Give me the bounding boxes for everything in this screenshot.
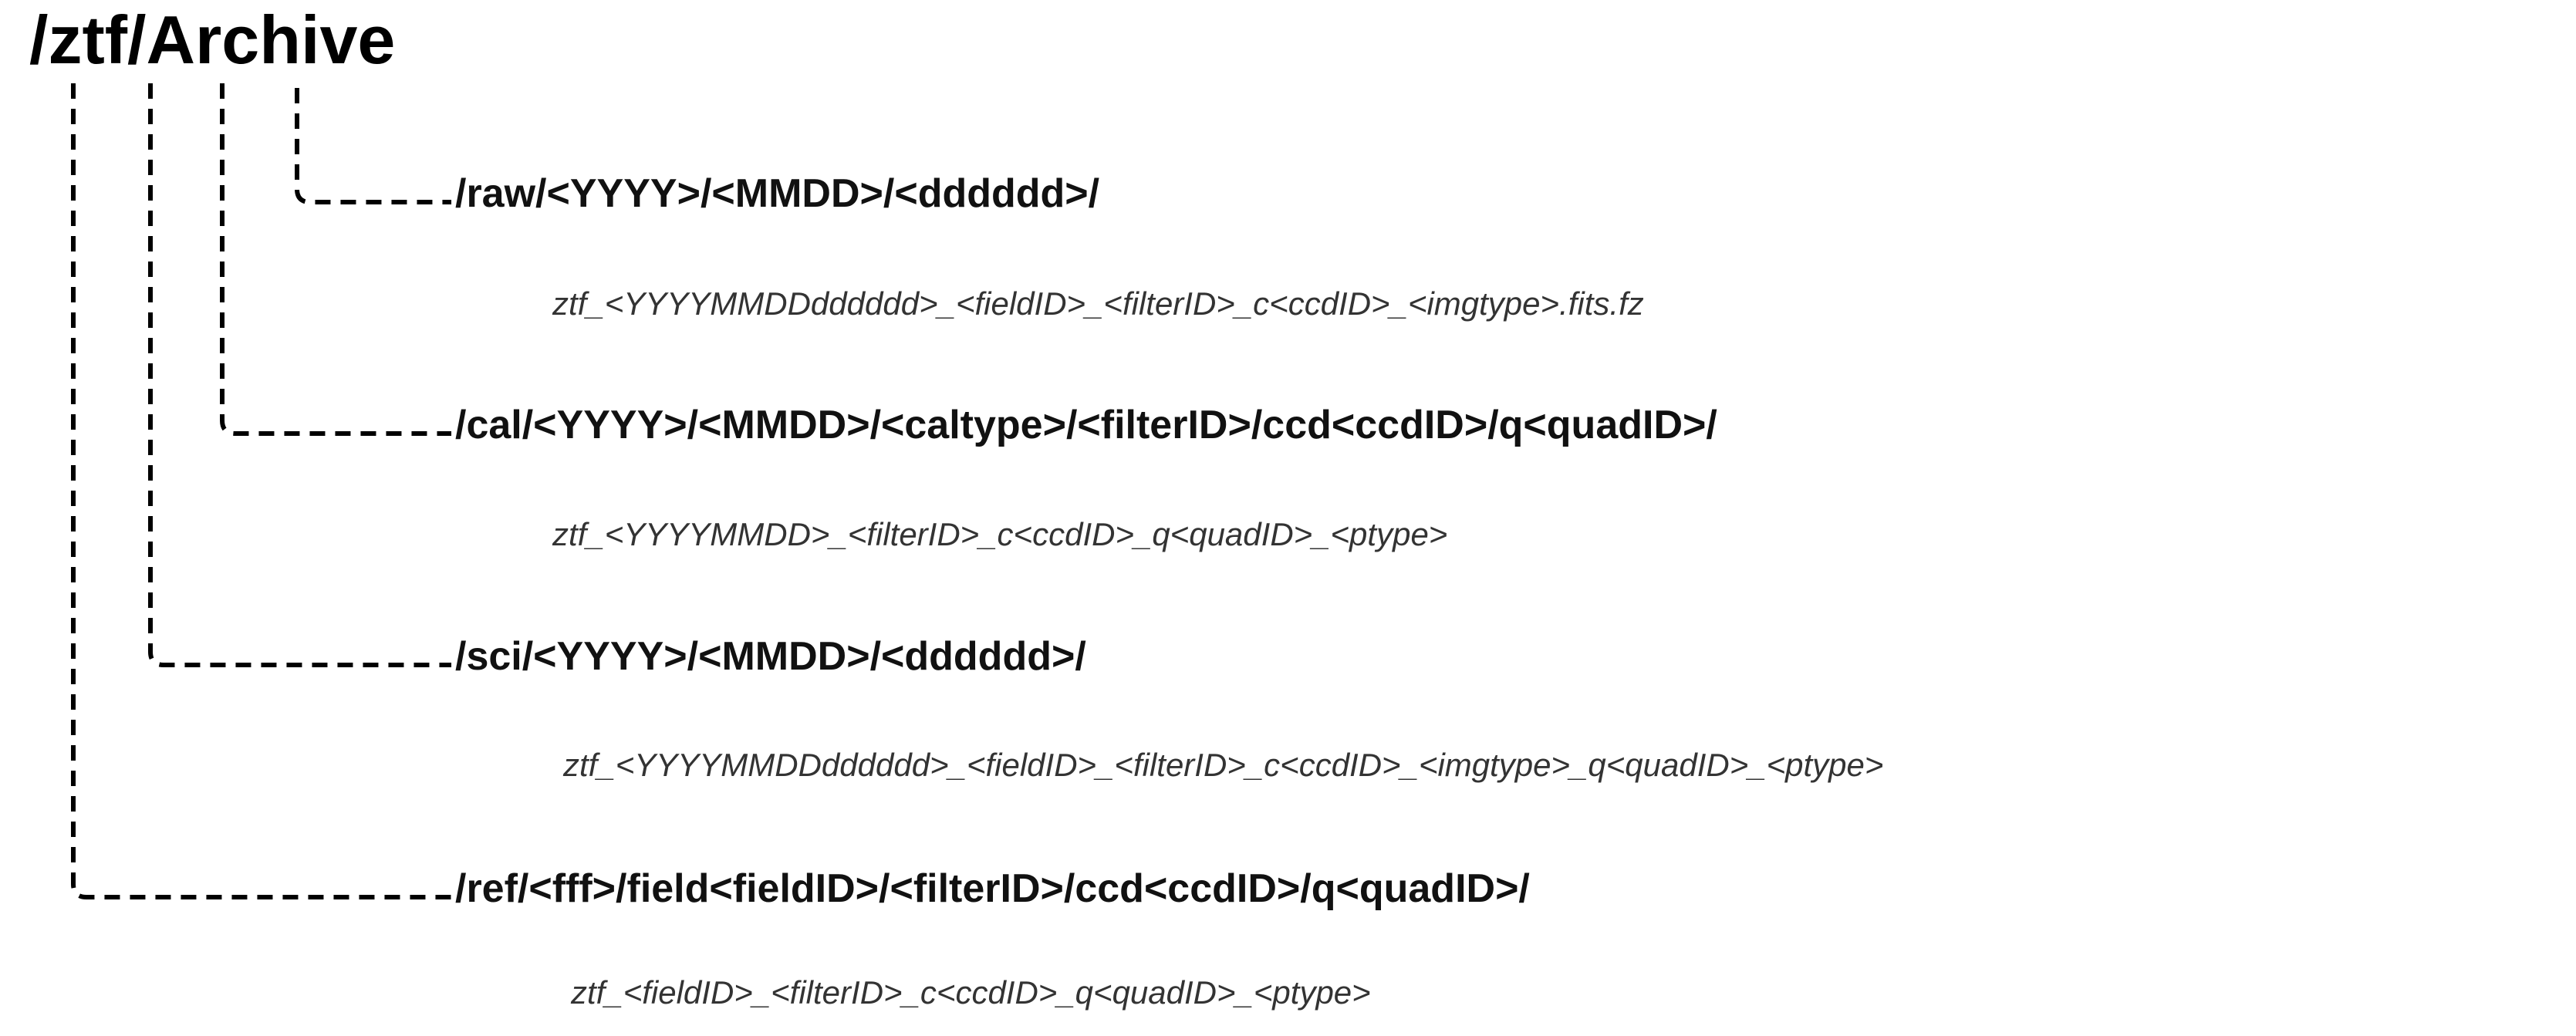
- sci-directory-path: /sci/<YYYY>/<MMDD>/<dddddd>/: [455, 634, 1086, 679]
- ref-file-pattern: ztf_<fieldID>_<filterID>_c<ccdID>_q<quad…: [571, 974, 1371, 1011]
- cal-file-pattern: ztf_<YYYYMMDD>_<filterID>_c<ccdID>_q<qua…: [552, 516, 1448, 552]
- connector-raw: [295, 88, 451, 204]
- raw-directory-path: /raw/<YYYY>/<MMDD>/<dddddd>/: [455, 171, 1100, 216]
- raw-file-pattern: ztf_<YYYYMMDDdddddd>_<fieldID>_<filterID…: [552, 285, 1644, 322]
- ref-directory-path: /ref/<fff>/field<fieldID>/<filterID>/ccd…: [455, 866, 1530, 911]
- connector-cal: [220, 83, 451, 436]
- sci-file-pattern: ztf_<YYYYMMDDdddddd>_<fieldID>_<filterID…: [563, 747, 1884, 783]
- connector-ref: [71, 83, 451, 899]
- cal-directory-path: /cal/<YYYY>/<MMDD>/<caltype>/<filterID>/…: [455, 403, 1717, 447]
- connector-sci: [148, 83, 451, 667]
- root-directory-title: /ztf/Archive: [29, 2, 396, 78]
